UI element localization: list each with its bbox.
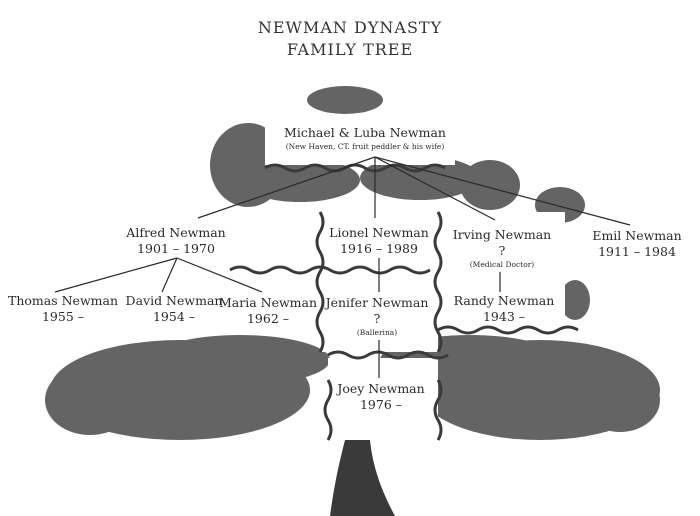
node-name: Thomas Newman [8, 293, 118, 308]
node-years: ? [498, 243, 506, 258]
node-michael-luba: Michael & Luba Newman (New Haven, CT. fr… [284, 125, 446, 152]
connector-lines [54, 156, 631, 378]
node-david: David Newman 1954 – [126, 293, 223, 325]
node-note: (Medical Doctor) [469, 260, 535, 269]
node-years: 1916 – 1989 [340, 241, 418, 256]
node-years: 1901 – 1970 [137, 241, 215, 256]
branch-borders [229, 163, 579, 441]
node-lionel: Lionel Newman 1916 – 1989 [329, 225, 429, 257]
text-panels [120, 120, 565, 438]
node-note: (New Haven, CT. fruit peddler & his wife… [285, 142, 445, 151]
node-randy: Randy Newman 1943 – [454, 293, 555, 325]
node-joey: Joey Newman 1976 – [337, 381, 424, 413]
node-name: Joey Newman [337, 381, 425, 396]
node-name: David Newman [125, 293, 223, 308]
node-years: 1955 – [41, 309, 85, 324]
node-name: Lionel Newman [329, 225, 429, 240]
node-years: 1911 – 1984 [598, 244, 676, 259]
node-name: Emil Newman [592, 228, 682, 243]
node-jenifer: Jenifer Newman ? (Ballerina) [326, 295, 429, 338]
node-name: Alfred Newman [126, 225, 226, 240]
node-thomas: Thomas Newman 1955 – [8, 293, 118, 325]
title-line-1: NEWMAN DYNASTY [257, 18, 443, 37]
title-line-2: FAMILY TREE [286, 40, 414, 59]
node-years: 1976 – [359, 397, 403, 412]
node-name: Irving Newman [452, 227, 552, 242]
node-alfred: Alfred Newman 1901 – 1970 [126, 225, 225, 257]
tree-trunk [330, 440, 395, 516]
node-years: 1962 – [246, 311, 290, 326]
node-name: Jenifer Newman [325, 295, 429, 310]
node-years: 1943 – [482, 309, 526, 324]
node-maria: Maria Newman 1962 – [219, 295, 317, 327]
node-name: Maria Newman [218, 295, 318, 310]
node-years: ? [373, 311, 381, 326]
node-note: (Ballerina) [356, 328, 398, 337]
node-irving: Irving Newman ? (Medical Doctor) [453, 227, 551, 270]
node-name: Randy Newman [453, 293, 555, 308]
tree-foliage [45, 86, 660, 440]
node-years: 1954 – [152, 309, 196, 324]
node-name: Michael & Luba Newman [284, 125, 446, 140]
node-emil: Emil Newman 1911 – 1984 [592, 228, 681, 260]
